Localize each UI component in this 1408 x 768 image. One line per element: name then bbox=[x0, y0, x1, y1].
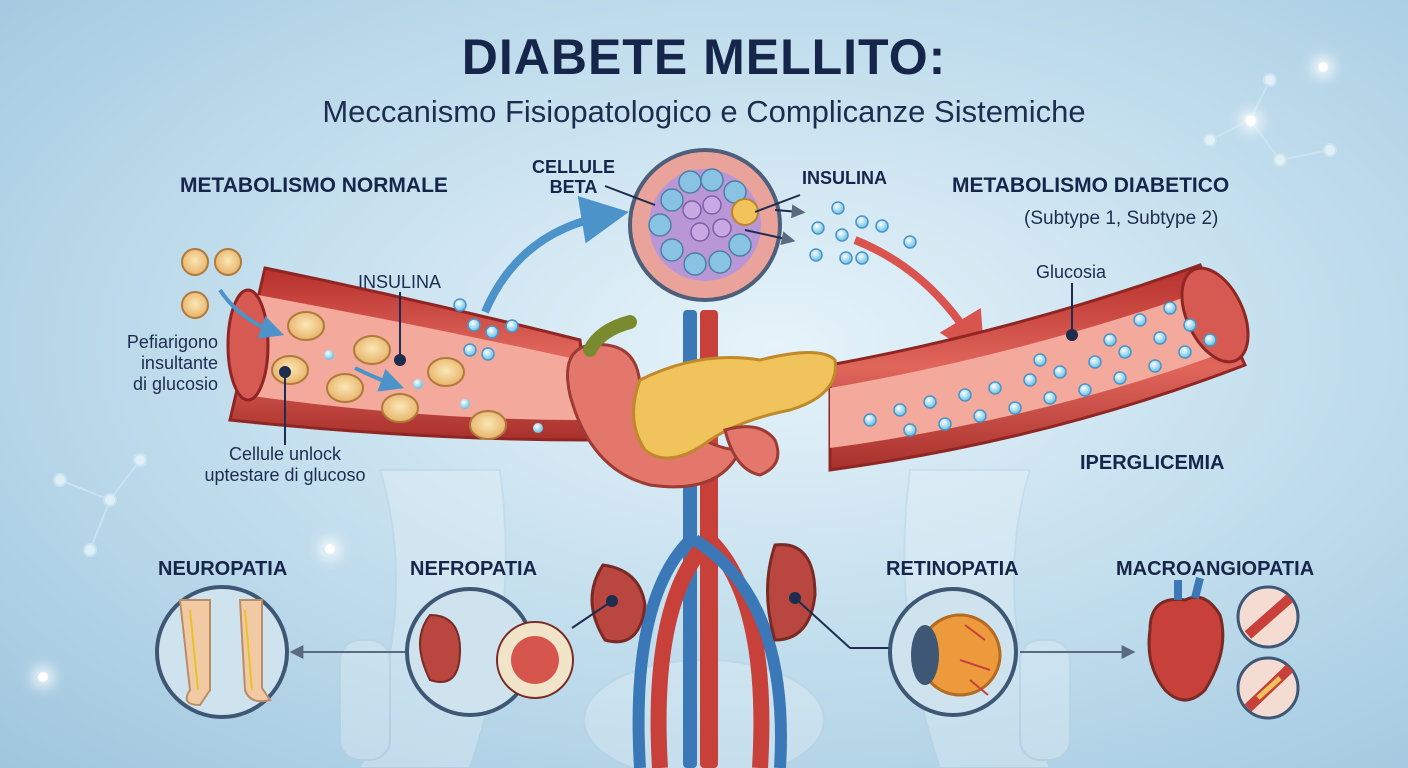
glucose-particle bbox=[1024, 374, 1036, 386]
nephropathy-kidney-icon bbox=[407, 589, 573, 715]
glucose-particle bbox=[1179, 346, 1191, 358]
beta-cells-label: CELLULE BETA bbox=[532, 157, 615, 197]
page-subtitle: Meccanismo Fisiopatologico e Complicanze… bbox=[0, 94, 1408, 130]
neuropathy-label: NEUROPATIA bbox=[158, 558, 287, 581]
insulin-label-top: INSULINA bbox=[802, 168, 887, 189]
glucose-particle bbox=[1134, 314, 1146, 326]
glucose-particle bbox=[1119, 346, 1131, 358]
glucose-particle bbox=[1089, 356, 1101, 368]
glucose-particle bbox=[1184, 319, 1196, 331]
left-description-label: Pefiarigono insultante di glucosio bbox=[118, 332, 218, 395]
neuropathy-feet-icon bbox=[157, 587, 287, 717]
glucose-particle bbox=[1114, 372, 1126, 384]
cells-uptake-line2: uptestare di glucoso bbox=[190, 465, 380, 486]
sparkle bbox=[38, 672, 48, 682]
normal-metabolism-heading: METABOLISMO NORMALE bbox=[180, 174, 448, 198]
nephropathy-label: NEFROPATIA bbox=[410, 558, 537, 581]
glucose-particle bbox=[924, 396, 936, 408]
hyperglycemia-label: IPERGLICEMIA bbox=[1080, 452, 1224, 475]
macroangiopathy-label: MACROANGIOPATIA bbox=[1116, 558, 1314, 581]
left-description-line3: di glucosio bbox=[118, 374, 218, 395]
to-diabetic-arrow bbox=[855, 240, 975, 345]
glucose-particle bbox=[864, 414, 876, 426]
macroangiopathy-heart-icon bbox=[1149, 578, 1298, 718]
glucose-particle bbox=[904, 424, 916, 436]
diabetic-blood-vessel bbox=[830, 258, 1262, 470]
glucose-particle bbox=[1054, 366, 1066, 378]
glucose-particle bbox=[974, 410, 986, 422]
glucose-label: Glucosia bbox=[1036, 262, 1106, 283]
glucose-particle bbox=[989, 382, 1001, 394]
glucose-particle bbox=[1044, 392, 1056, 404]
left-description-line1: Pefiarigono bbox=[118, 332, 218, 353]
glucose-particle bbox=[959, 389, 971, 401]
glucose-particle bbox=[1104, 334, 1116, 346]
glucose-particle bbox=[939, 418, 951, 430]
glucose-particle bbox=[1154, 332, 1166, 344]
beta-cells-zoom bbox=[630, 150, 780, 300]
beta-cells-label-line2: BETA bbox=[532, 177, 615, 197]
sparkle bbox=[325, 544, 335, 554]
cells-uptake-label: Cellule unlock uptestare di glucoso bbox=[190, 444, 380, 486]
glucose-particle bbox=[1009, 402, 1021, 414]
page-title: DIABETE MELLITO: bbox=[0, 28, 1408, 86]
left-description-line2: insultante bbox=[118, 353, 218, 374]
insulin-label-vessel: INSULINA bbox=[358, 272, 441, 293]
beta-cells-label-line1: CELLULE bbox=[532, 157, 615, 177]
diabetic-subtypes: (Subtype 1, Subtype 2) bbox=[1024, 208, 1218, 229]
to-beta-cells-arrow bbox=[485, 215, 610, 312]
glucose-particle bbox=[1204, 334, 1216, 346]
retinopathy-label: RETINOPATIA bbox=[886, 558, 1019, 581]
glucose-particle bbox=[1034, 354, 1046, 366]
released-insulin bbox=[810, 202, 916, 264]
diabetic-metabolism-heading: METABOLISMO DIABETICO bbox=[952, 174, 1229, 198]
glucose-particle bbox=[1079, 384, 1091, 396]
retinopathy-eye-icon bbox=[890, 589, 1016, 715]
glucose-particle bbox=[1149, 360, 1161, 372]
glucose-particle bbox=[894, 404, 906, 416]
cells-uptake-line1: Cellule unlock bbox=[190, 444, 380, 465]
glucose-particle bbox=[1164, 302, 1176, 314]
